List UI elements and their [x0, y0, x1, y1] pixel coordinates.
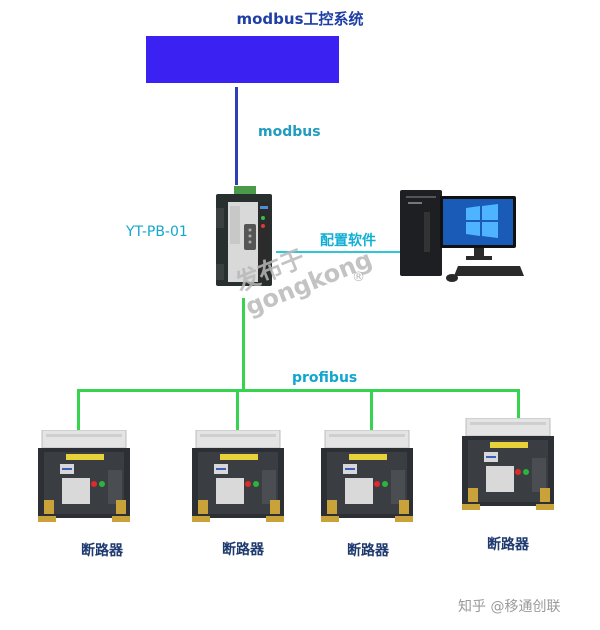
breaker-label-1: 断路器	[52, 540, 152, 560]
modbus-system-block	[146, 36, 339, 83]
modbus-connection-line	[235, 87, 238, 185]
breaker-4-icon	[462, 418, 558, 514]
computer-icon	[396, 186, 526, 286]
drop-line-3	[370, 389, 373, 431]
system-title: modbus工控系统	[0, 8, 600, 29]
profibus-bus-line	[77, 389, 520, 392]
drop-line-1	[77, 389, 80, 431]
breaker-1-icon	[38, 430, 134, 526]
gateway-label: YT-PB-01	[126, 224, 188, 240]
breaker-label-3: 断路器	[318, 540, 418, 560]
modbus-label: modbus	[258, 124, 321, 140]
breaker-3-icon	[321, 430, 417, 526]
drop-line-2	[236, 389, 239, 431]
watermark-registered-mark: ®	[352, 270, 365, 285]
breaker-label-2: 断路器	[193, 539, 293, 559]
breaker-2-icon	[192, 430, 288, 526]
breaker-label-4: 断路器	[458, 534, 558, 554]
footer-watermark: 知乎 @移通创联	[458, 596, 560, 616]
drop-line-4	[517, 389, 520, 419]
profibus-trunk-line	[242, 298, 245, 390]
profibus-label: profibus	[292, 370, 357, 386]
